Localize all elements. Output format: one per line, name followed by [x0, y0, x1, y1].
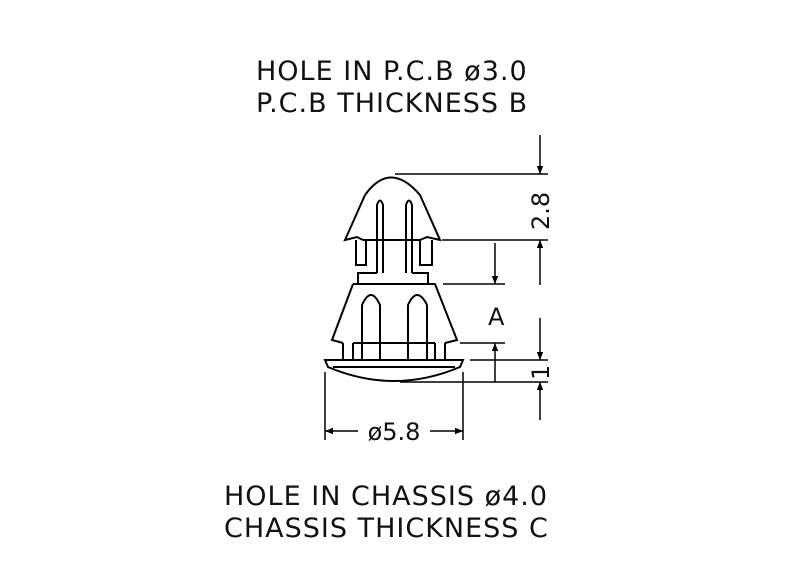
chassis-hole-text: HOLE IN CHASSIS ø4.0	[224, 481, 548, 512]
gap-a-dimension: A	[443, 243, 505, 382]
head-height-label: 2.8	[527, 192, 555, 230]
flange-thickness-label: 1	[527, 365, 555, 380]
head-height-dimension: 2.8	[395, 135, 555, 285]
flange-thickness-dimension: 1	[400, 318, 555, 420]
flange	[323, 359, 465, 382]
lower-cone	[330, 283, 459, 361]
gap-a-label: A	[488, 303, 505, 331]
pcb-thickness-text: P.C.B THICKNESS B	[256, 88, 528, 119]
chassis-thickness-text: CHASSIS THICKNESS C	[224, 513, 549, 544]
flange-diameter-dimension: ø5.8	[324, 372, 464, 446]
pcb-hole-text: HOLE IN P.C.B ø3.0	[256, 56, 528, 87]
upper-head	[343, 176, 442, 284]
flange-diameter-label: ø5.8	[368, 418, 421, 446]
